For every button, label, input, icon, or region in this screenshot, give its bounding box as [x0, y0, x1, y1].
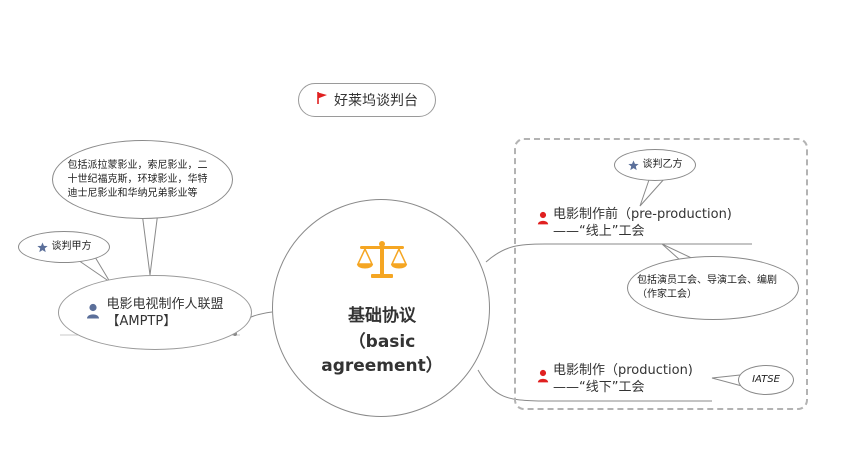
union-note-bubble[interactable]: 包括演员工会、导演工会、编剧 （作家工会） [627, 256, 799, 320]
tail-iatse [711, 374, 743, 387]
flag-icon [316, 91, 328, 109]
link-center-production [477, 369, 712, 402]
preproduction-sublabel: ——“线上”工会 [553, 224, 645, 239]
union-note-line: 包括演员工会、导演工会、编剧 [637, 275, 777, 286]
tail-union-note [661, 243, 701, 263]
star-icon [36, 238, 48, 257]
center-node[interactable]: 基础协议 （basic agreement） [272, 199, 490, 417]
party-b-label: 谈判乙方 [642, 159, 683, 170]
person-icon [537, 210, 549, 229]
title-node[interactable]: 好莱坞谈判台 [298, 83, 436, 117]
title-text: 好莱坞谈判台 [334, 93, 418, 109]
party-a-label: 谈判甲方 [51, 241, 92, 252]
person-icon [537, 368, 549, 387]
amptp-abbr: 【AMPTP】 [106, 313, 177, 329]
members-note-bubble[interactable]: 包括派拉蒙影业，索尼影业，二 十世纪福克斯，环球影业，华特 迪士尼影业和华纳兄弟… [52, 140, 233, 219]
preproduction-label: 电影制作前（pre-production) [553, 207, 732, 222]
production-sublabel: ——“线下”工会 [553, 380, 645, 395]
party-b-tag[interactable]: 谈判乙方 [614, 149, 696, 181]
person-icon [86, 303, 100, 323]
union-group-box [514, 138, 808, 410]
link-center-preproduction [485, 243, 752, 263]
star-icon [627, 156, 639, 175]
production-label: 电影制作（production) [553, 363, 693, 378]
iatse-bubble[interactable]: IATSE [738, 365, 794, 395]
tail-party-b [639, 176, 666, 207]
center-subtitle-2: agreement） [321, 356, 443, 376]
amptp-name: 电影电视制作人联盟 [106, 296, 224, 312]
party-a-tag[interactable]: 谈判甲方 [18, 231, 110, 263]
members-note-line: 十世纪福克斯，环球影业，华特 [67, 173, 208, 185]
preproduction-node[interactable]: 电影制作前（pre-production) ——“线上”工会 [537, 206, 732, 240]
members-note-line: 迪士尼影业和华纳兄弟影业等 [67, 187, 198, 199]
scales-icon [355, 240, 409, 284]
iatse-label: IATSE [752, 374, 780, 385]
production-node[interactable]: 电影制作（production) ——“线下”工会 [537, 362, 693, 396]
members-note-line: 包括派拉蒙影业，索尼影业，二 [67, 159, 208, 171]
center-subtitle-1: （basic [348, 332, 416, 352]
amptp-node[interactable]: 电影电视制作人联盟 【AMPTP】 [58, 275, 252, 350]
center-title: 基础协议 [348, 306, 416, 326]
union-note-line: （作家工会） [637, 289, 697, 300]
